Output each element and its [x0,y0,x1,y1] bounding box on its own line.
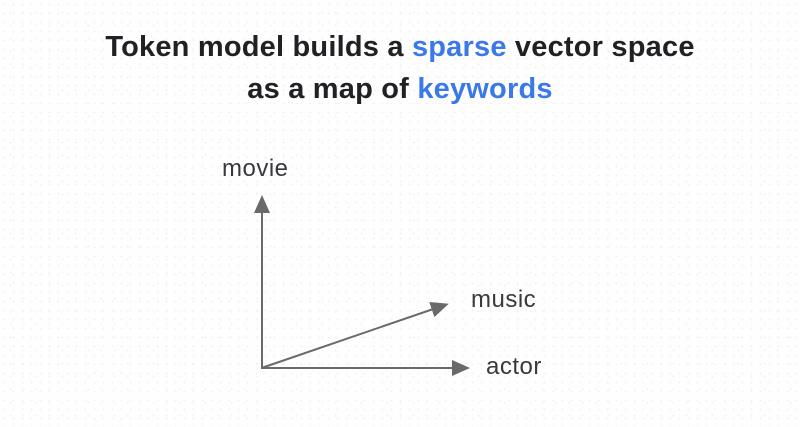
title-line-1: Token model builds a sparse vector space [0,26,800,68]
title-text: vector space [514,31,695,63]
title-line-2: as a map of keywords [0,68,800,110]
title-highlight-sparse: sparse [411,31,507,63]
title-text: Token model builds a [105,31,404,63]
vector-label-music: music [471,286,537,313]
music-vector-arrow [261,301,449,369]
axis-label-actor: actor [486,353,542,380]
title-text: as a map of [247,73,410,105]
slide-title: Token model builds a sparse vector space… [0,26,800,110]
axis-label-movie: movie [222,155,289,182]
title-highlight-keywords: keywords [417,73,553,105]
